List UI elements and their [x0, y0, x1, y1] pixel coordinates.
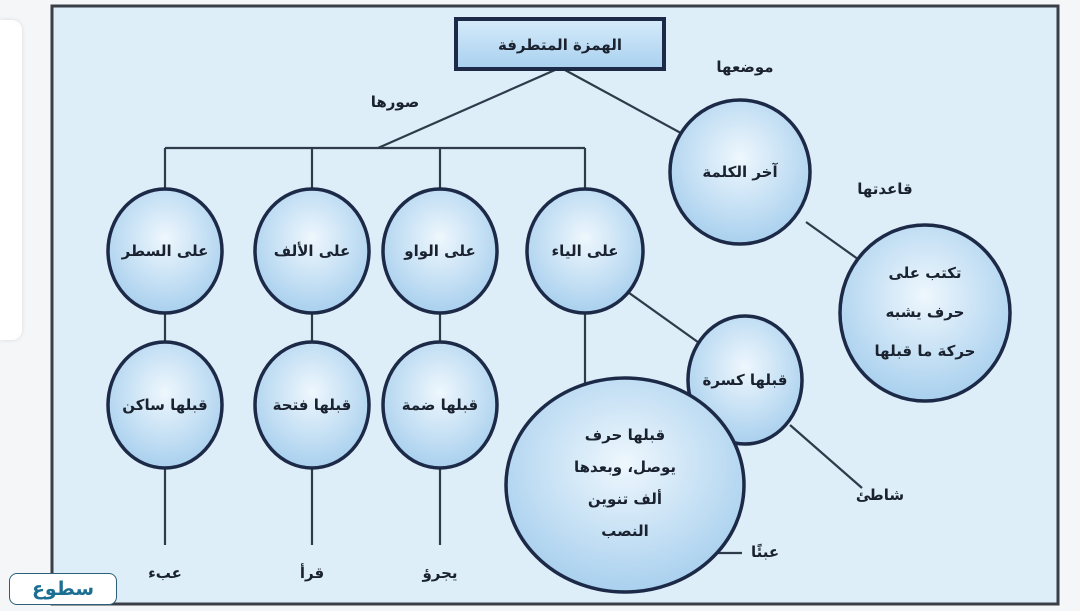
side-panel-edge [0, 20, 22, 340]
special-line-4: النصب [601, 522, 649, 540]
nodes [106, 98, 1012, 594]
rule-text-2: حرف يشبه [886, 303, 965, 321]
node-cond-fatha [253, 340, 371, 470]
label-position: موضعها [716, 58, 773, 76]
label-forms: صورها [371, 93, 420, 111]
example-ya: شاطئ [856, 486, 904, 504]
node-form-line [106, 187, 224, 315]
node-special-case [504, 376, 746, 594]
example-waw: يجرؤ [421, 564, 457, 582]
node-cond-sakin [106, 340, 224, 470]
rule-text-3: حركة ما قبلها [875, 342, 976, 360]
special-line-2: يوصل، وبعدها [574, 458, 676, 476]
node-position [668, 98, 812, 246]
connectors [163, 68, 863, 555]
special-line-1: قبلها حرف [585, 426, 665, 444]
site-logo[interactable]: سطوع [9, 573, 117, 605]
example-alif: قرأ [300, 563, 324, 582]
rule-text-1: تكتب على [888, 264, 961, 282]
node-cond-kasra [686, 314, 804, 446]
cond-sakin: قبلها ساكن [122, 396, 207, 414]
cond-fatha: قبلها فتحة [273, 396, 352, 414]
node-cond-damma [381, 340, 499, 470]
form-alif: على الألف [274, 242, 351, 260]
example-line: عبء [148, 564, 182, 582]
example-special: عبئًا [751, 543, 779, 561]
position-text: آخر الكلمة [702, 163, 778, 181]
node-form-alif [253, 187, 371, 315]
form-waw: على الواو [403, 242, 475, 260]
label-rule: قاعدتها [857, 180, 913, 198]
cond-kasra: قبلها كسرة [703, 371, 788, 389]
node-form-waw [381, 187, 499, 315]
special-line-3: ألف تنوين [588, 489, 662, 508]
cond-damma: قبلها ضمة [402, 396, 478, 414]
node-form-ya [525, 187, 645, 315]
title: الهمزة المتطرفة [498, 36, 622, 54]
logo-text: سطوع [31, 578, 95, 600]
title-box [454, 17, 666, 71]
form-line: على السطر [121, 242, 209, 260]
form-ya: على الياء [552, 242, 619, 260]
node-rule [838, 223, 1012, 403]
